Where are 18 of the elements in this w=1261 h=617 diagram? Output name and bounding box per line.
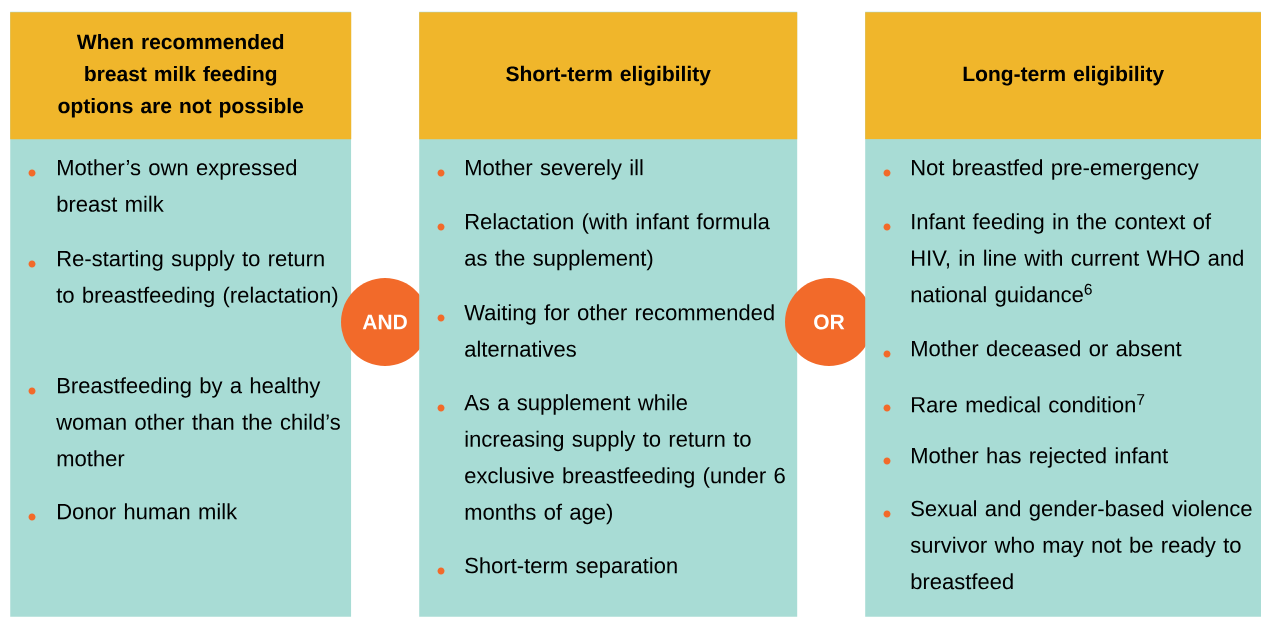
bullet-item: Sexual and gender-based violence survivor who may not be ready to breastfeed [883, 500, 1252, 590]
bullet-item: Mother severely ill [437, 159, 643, 180]
bullet-item: Re-starting supply to return to breastfeeding (relactation) [28, 250, 338, 308]
bullet-item: Waiting for other recommended alternatives [437, 304, 774, 357]
bullet-item: Mother has rejected infant [883, 447, 1168, 468]
bullet-item: Not breastfed pre-emergency [883, 159, 1199, 180]
bullet-item: Relactation (with infant formula as the supplement) [437, 213, 770, 271]
bullet-item: Short-term separation [437, 557, 677, 578]
header-box: Short-term eligibility [419, 12, 798, 140]
bullet-item: Breastfeeding by a healthy woman other than the child’s mother [28, 377, 340, 467]
bullet-item: Mother deceased or absent [883, 340, 1182, 358]
bullet-item: Donor human milk [28, 503, 238, 521]
bullet-item: Rare medical condition$^{7}$ [883, 394, 1145, 413]
bullet-item: Mother’s own expressed breast milk [28, 159, 297, 212]
header-box: Long-term eligibility [865, 12, 1261, 140]
header-box: When recommended breast milk feeding options are not possible [10, 12, 352, 140]
bullet-item: As a supplement while increasing supply to return to exclusive breastfeeding (under 6 months of age) [437, 394, 785, 525]
bullet-item: Infant feeding in the context of HIV, in line with current WHO and national guidance$^{6}$ [883, 213, 1243, 307]
